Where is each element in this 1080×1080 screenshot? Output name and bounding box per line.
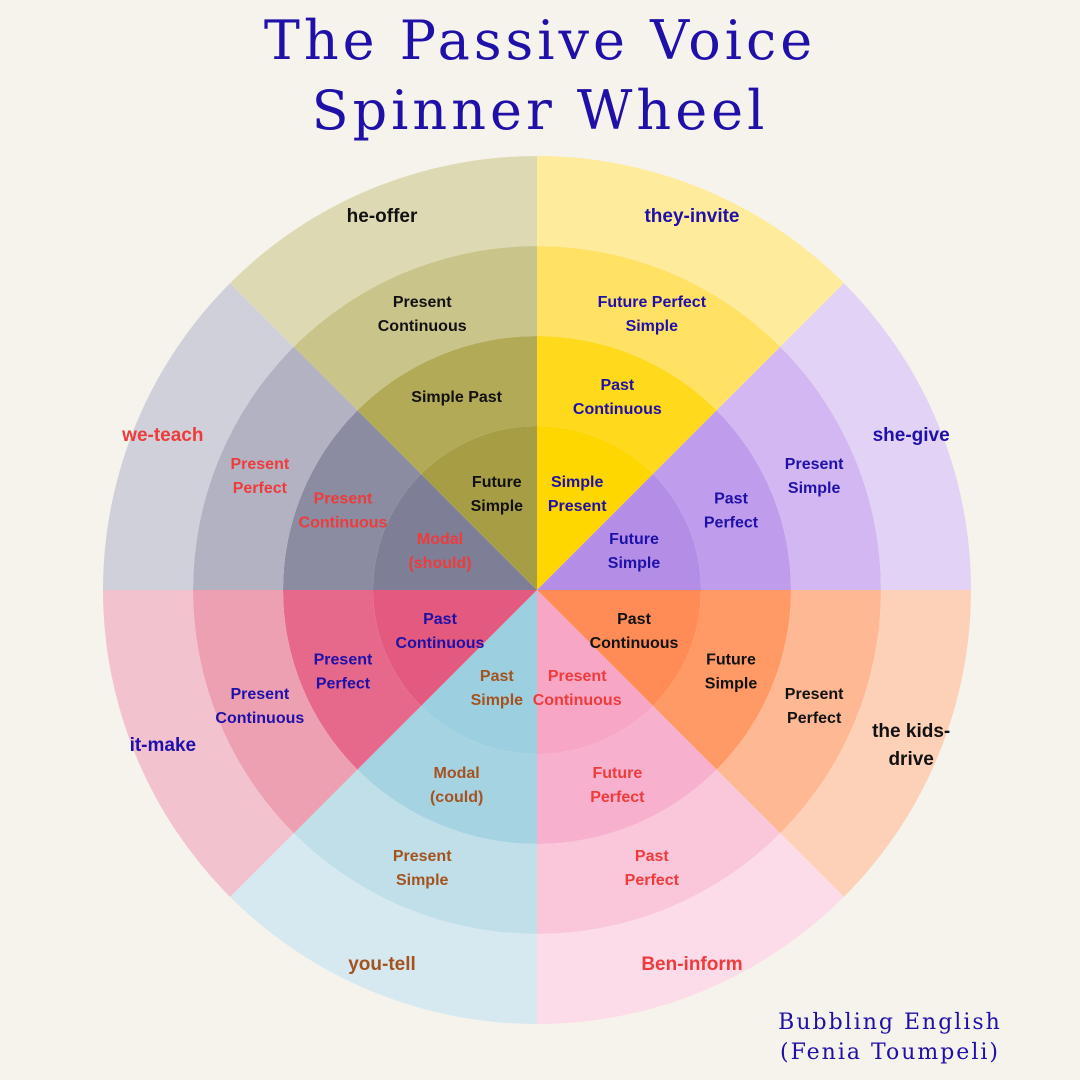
segment-nne-outer	[537, 156, 844, 347]
credit-line-1: Bubbling English	[778, 1010, 1002, 1035]
segment-ene-inner	[537, 474, 701, 590]
title-line-1: The Passive Voice	[263, 9, 817, 72]
segment-sse-inner	[537, 590, 653, 754]
segment-wsw-third	[193, 590, 358, 834]
segment-nne-third	[537, 246, 781, 411]
segment-wnw-outer	[103, 283, 294, 590]
segment-ese-third	[716, 590, 881, 834]
label-ssw-second: Modal(could)	[430, 765, 483, 806]
label-nnw-second: Simple Past	[411, 389, 502, 406]
segment-ssw-third	[293, 769, 537, 934]
label-ene-outer: she-give	[873, 425, 950, 446]
segment-nnw-inner	[421, 426, 537, 590]
label-ssw-outer: you-tell	[348, 954, 416, 975]
segment-wnw-third	[193, 346, 358, 590]
segment-ene-second	[652, 410, 791, 590]
title-line-2: Spinner Wheel	[311, 79, 769, 142]
segment-nne-second	[537, 336, 717, 475]
segment-ese-inner	[537, 590, 701, 706]
label-ese-outer: the kids-drive	[872, 721, 950, 770]
wheel-segments	[103, 156, 971, 1024]
segment-wsw-outer	[103, 590, 294, 897]
segment-ssw-inner	[421, 590, 537, 754]
segment-nnw-third	[293, 246, 537, 411]
label-sse-outer: Ben-inform	[641, 954, 742, 975]
segment-ene-third	[716, 346, 881, 590]
segment-sse-third	[537, 769, 781, 934]
label-nne-outer: they-invite	[644, 206, 739, 227]
segment-ssw-outer	[230, 833, 537, 1024]
segment-ese-second	[652, 590, 791, 770]
segment-ese-outer	[780, 590, 971, 897]
label-nnw-outer: he-offer	[347, 206, 418, 227]
segment-nne-inner	[537, 426, 653, 590]
segment-nnw-second	[357, 336, 537, 475]
label-wnw-inner: Modal(should)	[408, 531, 471, 572]
segment-sse-outer	[537, 833, 844, 1024]
credit-line-2: (Fenia Toumpeli)	[780, 1040, 1000, 1065]
segment-wsw-second	[283, 590, 422, 770]
segment-wnw-second	[283, 410, 422, 590]
segment-nnw-outer	[230, 156, 537, 347]
segment-wsw-inner	[373, 590, 537, 706]
segment-wnw-inner	[373, 474, 537, 590]
label-wsw-outer: it-make	[130, 735, 197, 756]
segment-ene-outer	[780, 283, 971, 590]
segment-ssw-second	[357, 705, 537, 844]
segment-sse-second	[537, 705, 717, 844]
label-wnw-outer: we-teach	[121, 425, 203, 446]
